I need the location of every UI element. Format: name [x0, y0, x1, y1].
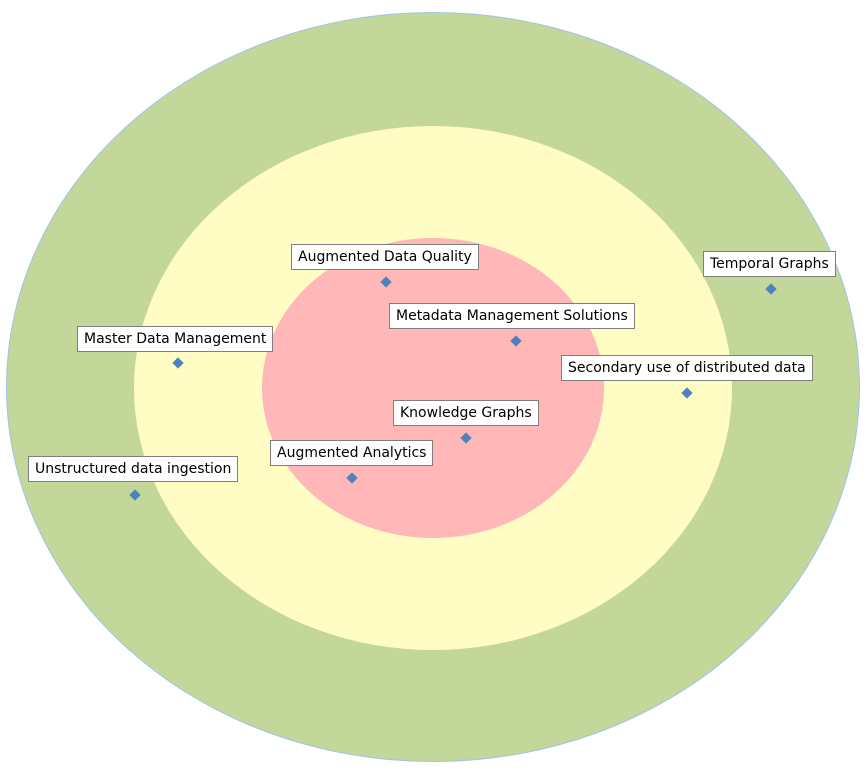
label-augmented-data-quality: Augmented Data Quality: [291, 244, 479, 270]
label-temporal-graphs: Temporal Graphs: [703, 251, 836, 277]
label-augmented-analytics: Augmented Analytics: [270, 440, 434, 466]
inner-ring: [262, 238, 604, 538]
label-knowledge-graphs: Knowledge Graphs: [393, 400, 539, 426]
label-secondary-use-of-distributed-data: Secondary use of distributed data: [561, 355, 813, 381]
label-metadata-management-solutions: Metadata Management Solutions: [389, 303, 635, 329]
label-master-data-management: Master Data Management: [77, 326, 274, 352]
label-unstructured-data-ingestion: Unstructured data ingestion: [28, 456, 239, 482]
